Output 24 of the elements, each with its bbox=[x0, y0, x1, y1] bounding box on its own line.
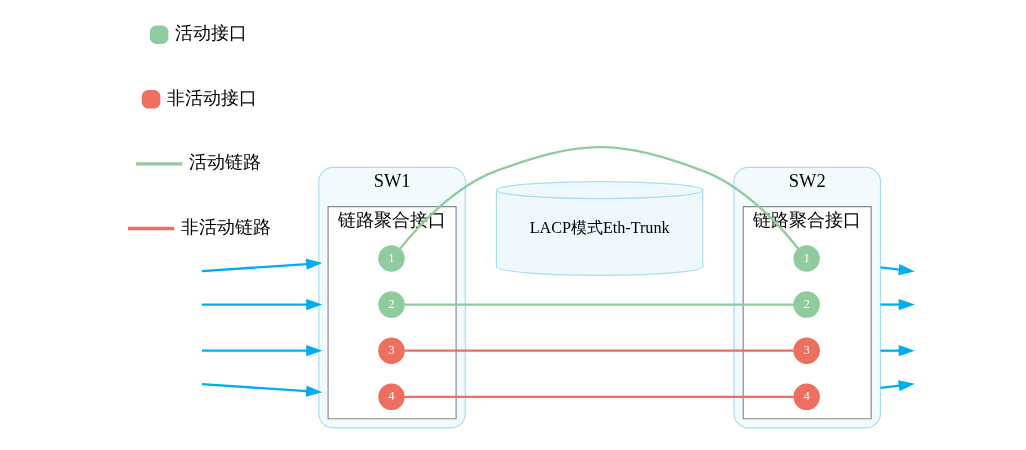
node-circle: 2 bbox=[793, 291, 820, 318]
arrow bbox=[880, 263, 915, 276]
legend-label: 非活动接口 bbox=[167, 86, 258, 108]
legend-label: 活动接口 bbox=[175, 22, 248, 44]
arrow bbox=[880, 380, 915, 392]
connector bbox=[404, 349, 794, 352]
arrow bbox=[201, 298, 323, 311]
legend-label: 活动链路 bbox=[189, 151, 262, 173]
arrow bbox=[201, 383, 323, 397]
node-circle: 1 bbox=[378, 245, 405, 272]
node-circle: 2 bbox=[378, 291, 405, 318]
arrow bbox=[880, 345, 915, 357]
node-circle: 4 bbox=[793, 383, 820, 411]
arrow bbox=[201, 345, 323, 357]
connector bbox=[404, 303, 794, 306]
arrow bbox=[880, 298, 915, 311]
node-circle: 3 bbox=[793, 337, 820, 364]
connector bbox=[404, 395, 794, 398]
node-circle: 4 bbox=[378, 383, 405, 411]
node-circle: 3 bbox=[378, 337, 405, 364]
connector bbox=[399, 146, 799, 250]
node-circle: 1 bbox=[793, 245, 820, 272]
arrow bbox=[201, 258, 323, 273]
legend-label: 非活动链路 bbox=[181, 215, 272, 237]
